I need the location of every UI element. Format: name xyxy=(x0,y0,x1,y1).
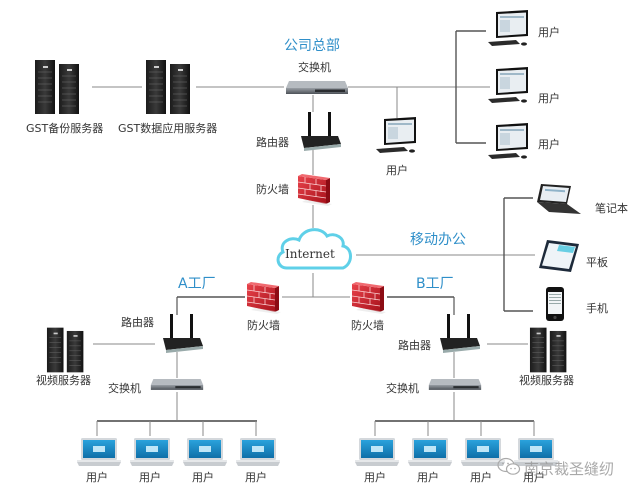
factory-a-video-server-icon[interactable] xyxy=(45,326,87,374)
phone-label: 手机 xyxy=(586,302,608,315)
data-app-server-icon[interactable] xyxy=(144,58,194,116)
hq-switch-label: 交换机 xyxy=(298,61,331,74)
factory-b-user-label: 用户 xyxy=(470,471,492,484)
phone-icon[interactable] xyxy=(545,286,565,322)
hq-user-desktop-icon[interactable] xyxy=(374,117,418,157)
wechat-icon xyxy=(497,457,521,475)
factory-a-user-label: 用户 xyxy=(86,471,108,484)
data-app-server-label: GST数据应用服务器 xyxy=(118,122,218,135)
factory-b-user-label: 用户 xyxy=(364,471,386,484)
hq-user-label: 用户 xyxy=(386,164,408,177)
hq-user-label: 用户 xyxy=(538,138,560,151)
notebook-icon[interactable] xyxy=(533,182,583,218)
section-title-hq: 公司总部 xyxy=(284,38,340,54)
tablet-label: 平板 xyxy=(586,256,608,269)
factory-b-video-server-label: 视频服务器 xyxy=(519,374,574,387)
tablet-icon[interactable] xyxy=(537,238,581,274)
factory-b-user-label: 用户 xyxy=(523,471,545,484)
hq-router-label: 路由器 xyxy=(256,136,289,149)
internet-label: Internet xyxy=(285,247,335,261)
factory-b-video-server-icon[interactable] xyxy=(528,326,570,374)
factory-a-firewall-label: 防火墙 xyxy=(247,319,280,332)
watermark-text: 南京裁圣缝纫 xyxy=(524,460,615,478)
factory-a-switch-icon[interactable] xyxy=(150,377,204,391)
hq-firewall-label: 防火墙 xyxy=(256,183,289,196)
hq-switch-icon[interactable] xyxy=(285,79,349,95)
factory-a-user-laptop-icon[interactable] xyxy=(182,436,228,468)
section-title-factory-b: B工厂 xyxy=(416,276,454,292)
factory-a-router-icon[interactable] xyxy=(160,312,204,356)
factory-b-user-laptop-icon[interactable] xyxy=(354,436,400,468)
factory-b-switch-icon[interactable] xyxy=(428,377,482,391)
internet-cloud-icon[interactable] xyxy=(273,224,355,274)
factory-a-user-laptop-icon[interactable] xyxy=(129,436,175,468)
factory-b-user-laptop-icon[interactable] xyxy=(407,436,453,468)
factory-b-firewall-label: 防火墙 xyxy=(351,319,384,332)
factory-a-user-label: 用户 xyxy=(245,471,267,484)
hq-user-label: 用户 xyxy=(538,26,560,39)
hq-user-label: 用户 xyxy=(538,92,560,105)
section-title-mobile: 移动办公 xyxy=(410,232,466,248)
backup-server-label: GST备份服务器 xyxy=(26,122,104,135)
hq-user-desktop-icon[interactable] xyxy=(486,67,530,107)
factory-a-video-server-label: 视频服务器 xyxy=(36,374,91,387)
factory-b-router-label: 路由器 xyxy=(398,339,431,352)
factory-a-router-label: 路由器 xyxy=(121,316,154,329)
factory-a-user-label: 用户 xyxy=(139,471,161,484)
hq-firewall-icon[interactable] xyxy=(296,172,332,206)
section-title-factory-a: A工厂 xyxy=(178,276,216,292)
factory-b-firewall-icon[interactable] xyxy=(350,280,386,314)
factory-a-user-label: 用户 xyxy=(192,471,214,484)
factory-a-user-laptop-icon[interactable] xyxy=(235,436,281,468)
notebook-label: 笔记本 xyxy=(595,202,628,215)
factory-b-user-label: 用户 xyxy=(417,471,439,484)
factory-a-switch-label: 交换机 xyxy=(108,382,141,395)
factory-b-switch-label: 交换机 xyxy=(386,382,419,395)
factory-a-user-laptop-icon[interactable] xyxy=(76,436,122,468)
hq-user-desktop-icon[interactable] xyxy=(486,10,530,50)
factory-a-firewall-icon[interactable] xyxy=(245,280,281,314)
hq-router-icon[interactable] xyxy=(298,110,342,154)
factory-b-router-icon[interactable] xyxy=(437,312,481,356)
hq-user-desktop-icon[interactable] xyxy=(486,123,530,163)
backup-server-icon[interactable] xyxy=(33,58,83,116)
